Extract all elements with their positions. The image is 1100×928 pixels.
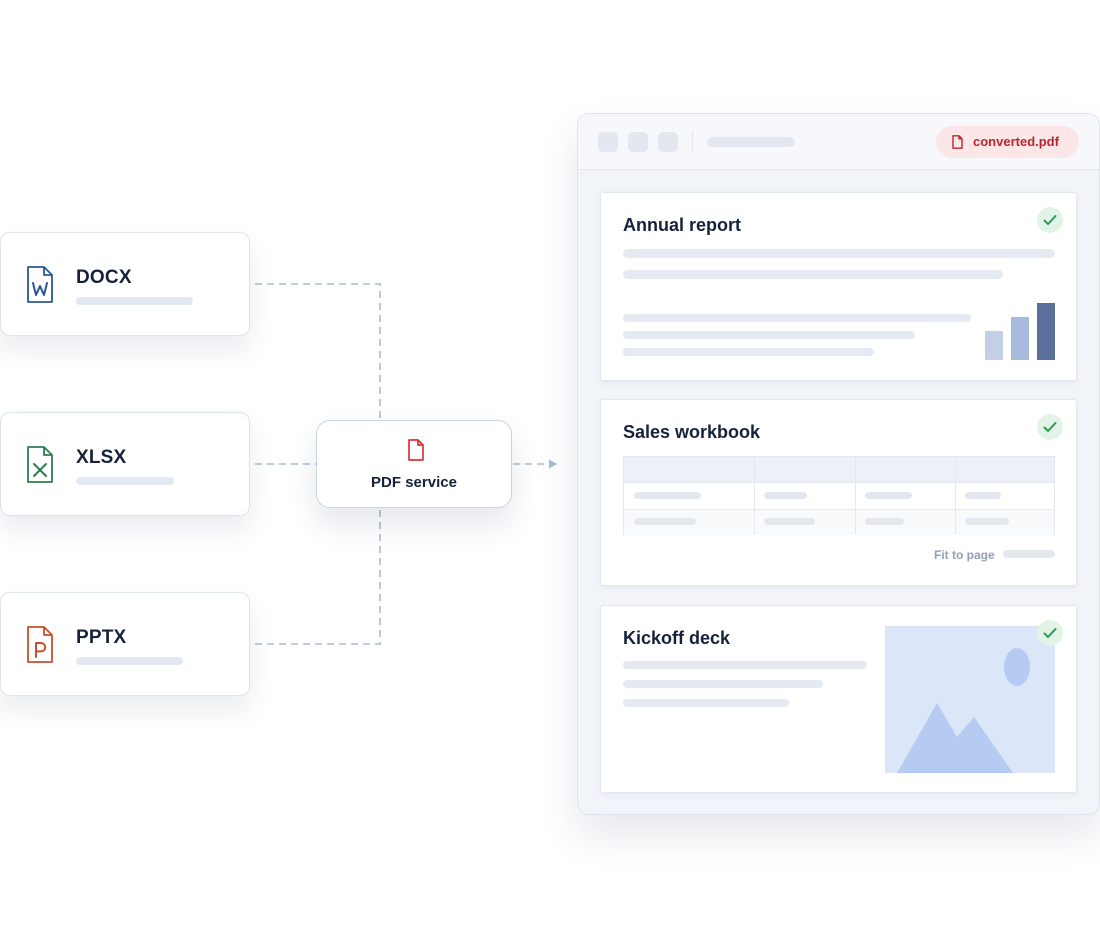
address-placeholder <box>707 137 795 147</box>
output-arrowhead <box>549 459 557 469</box>
image-placeholder <box>885 626 1055 773</box>
column-divider <box>955 457 956 534</box>
table-header-row <box>624 457 1054 483</box>
table-cell <box>764 518 815 525</box>
table-cell <box>634 492 701 499</box>
text-line <box>623 331 915 339</box>
table-cell <box>865 492 912 499</box>
source-label: PPTX <box>76 627 127 648</box>
page-title: Annual report <box>623 215 742 235</box>
file-name-label: converted.pdf <box>973 134 1059 149</box>
titlebar-divider <box>692 131 693 153</box>
page-title: Sales workbook <box>623 422 761 442</box>
table-cell <box>965 518 1009 525</box>
text-line <box>623 314 971 322</box>
word-document-icon <box>27 266 53 303</box>
text-line <box>623 249 1055 258</box>
landscape-image-icon <box>897 648 1030 773</box>
placeholder-bar <box>76 477 174 485</box>
pdf-page-sales-workbook: Sales workbook Fit to page <box>600 399 1077 586</box>
text-line <box>623 348 874 356</box>
file-name-badge: converted.pdf <box>936 126 1079 158</box>
pdf-page-kickoff-deck: Kickoff deck <box>600 605 1077 793</box>
text-line <box>623 661 867 669</box>
window-titlebar: converted.pdf <box>578 114 1099 170</box>
pdf-page-annual-report: Annual report <box>600 192 1077 381</box>
chart-bar <box>1037 303 1055 360</box>
placeholder-bar <box>76 297 193 305</box>
table-cell <box>865 518 904 525</box>
row-divider <box>624 509 1054 510</box>
service-label: PDF service <box>371 474 457 491</box>
text-line <box>623 680 823 688</box>
connector-pptx <box>255 508 381 645</box>
placeholder-bar <box>1003 550 1055 558</box>
placeholder-bar <box>76 657 183 665</box>
spreadsheet-table <box>623 456 1055 535</box>
connector-docx <box>255 283 381 420</box>
chart-bar <box>985 331 1003 360</box>
source-label: XLSX <box>76 447 127 468</box>
pdf-file-icon <box>408 439 424 461</box>
source-label: DOCX <box>76 267 132 288</box>
table-cell <box>634 518 696 525</box>
text-line <box>623 270 1003 279</box>
column-divider <box>754 457 755 534</box>
table-cell <box>965 492 1001 499</box>
pdf-service-node: PDF service <box>316 420 512 508</box>
window-control[interactable] <box>598 132 618 152</box>
text-line <box>623 699 789 707</box>
window-control[interactable] <box>628 132 648 152</box>
check-icon <box>1037 414 1063 440</box>
page-title: Kickoff deck <box>623 628 731 648</box>
window-control[interactable] <box>658 132 678 152</box>
source-card-docx: DOCX <box>0 232 250 336</box>
chart-bar <box>1011 317 1029 360</box>
source-card-xlsx: XLSX <box>0 412 250 516</box>
source-card-pptx: PPTX <box>0 592 250 696</box>
excel-document-icon <box>27 446 53 483</box>
column-divider <box>855 457 856 534</box>
fit-to-page-label: Fit to page <box>934 548 995 562</box>
check-icon <box>1037 620 1063 646</box>
table-cell <box>764 492 807 499</box>
powerpoint-document-icon <box>27 626 53 663</box>
pdf-file-icon <box>952 135 963 149</box>
pdf-viewer-window: converted.pdf Annual report Sales workbo… <box>577 113 1100 815</box>
check-icon <box>1037 207 1063 233</box>
